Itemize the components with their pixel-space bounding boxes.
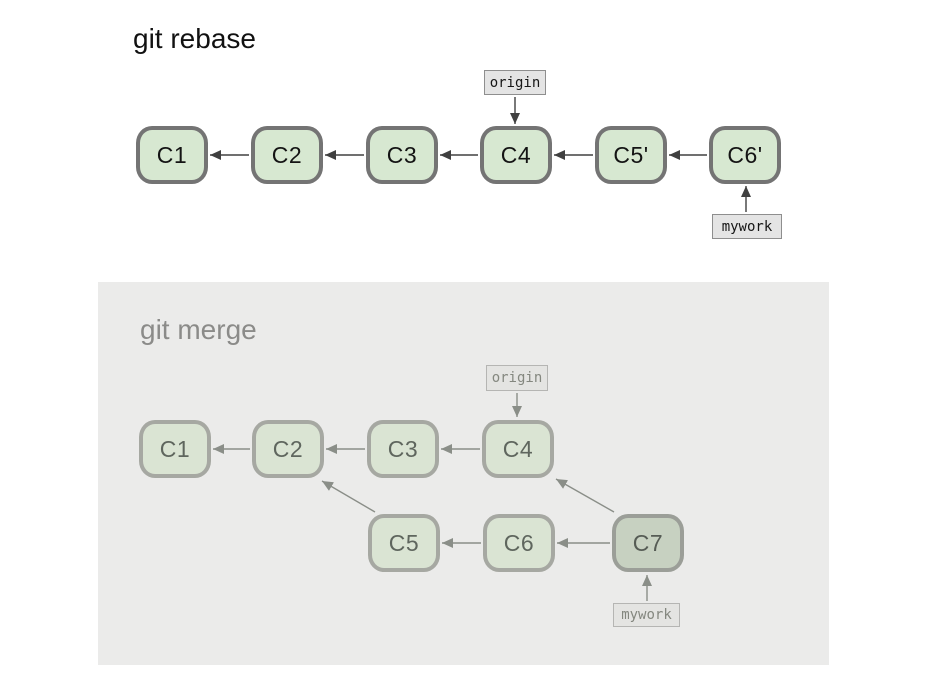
rebase-commit-c6-prime: C6' bbox=[709, 126, 781, 184]
rebase-commit-c3: C3 bbox=[366, 126, 438, 184]
merge-commit-c5: C5 bbox=[368, 514, 440, 572]
rebase-commit-c1: C1 bbox=[136, 126, 208, 184]
merge-origin-ref-label: origin bbox=[486, 365, 548, 391]
merge-commit-c7: C7 bbox=[612, 514, 684, 572]
rebase-title: git rebase bbox=[133, 23, 256, 54]
merge-title: git merge bbox=[140, 314, 257, 345]
rebase-origin-ref-label: origin bbox=[484, 70, 546, 95]
merge-commit-c6: C6 bbox=[483, 514, 555, 572]
rebase-commit-c4: C4 bbox=[480, 126, 552, 184]
merge-arrow-c7-to-c4 bbox=[555, 478, 615, 513]
rebase-commit-c2: C2 bbox=[251, 126, 323, 184]
merge-commit-c2: C2 bbox=[252, 420, 324, 478]
merge-commit-c3: C3 bbox=[367, 420, 439, 478]
merge-commit-c1: C1 bbox=[139, 420, 211, 478]
rebase-commit-c5-prime: C5' bbox=[595, 126, 667, 184]
merge-mywork-ref-label: mywork bbox=[613, 603, 680, 627]
merge-commit-c4: C4 bbox=[482, 420, 554, 478]
merge-arrow-c5-to-c2 bbox=[321, 480, 376, 513]
merge-diagram-panel: git merge C1 C2 C3 C4 C5 C bbox=[98, 282, 829, 665]
rebase-mywork-ref-label: mywork bbox=[712, 214, 782, 239]
